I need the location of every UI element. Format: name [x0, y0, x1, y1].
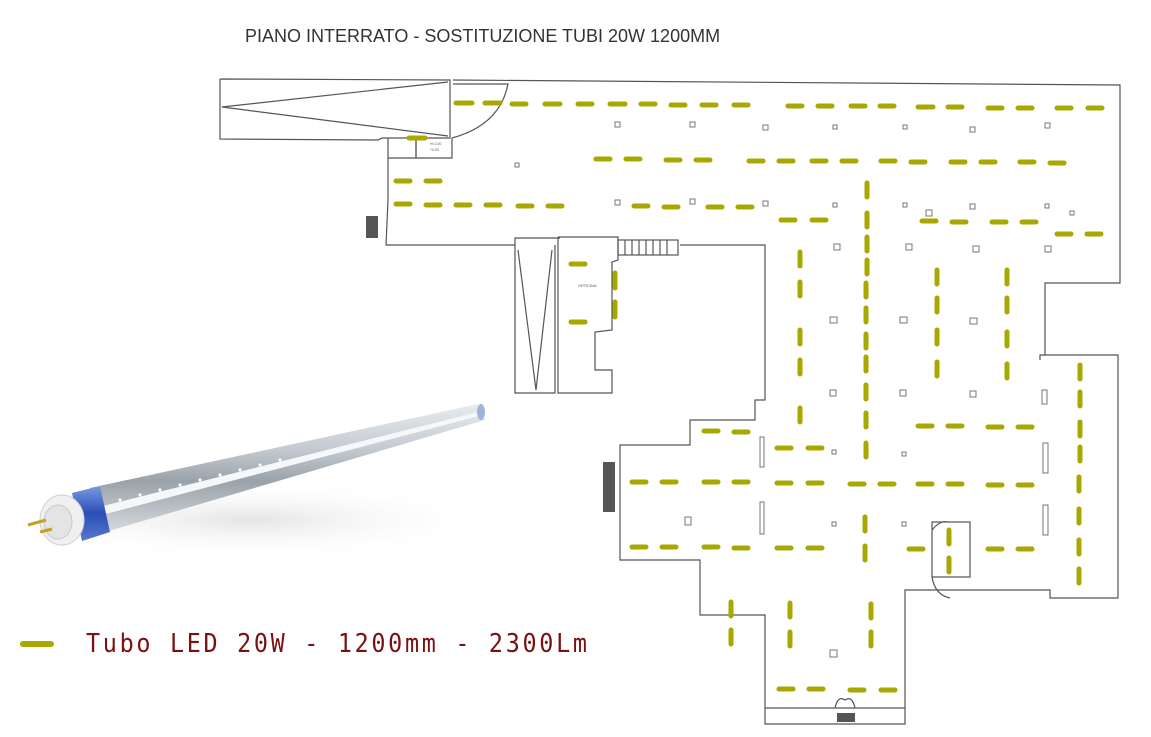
pillars: [514, 121, 1075, 658]
room-label-officina: OFFICINA: [578, 283, 597, 288]
legend: Tubo LED 20W - 1200mm - 2300Lm: [20, 626, 646, 662]
walls: [219, 78, 1121, 725]
legend-label: Tubo LED 20W - 1200mm - 2300Lm: [86, 629, 590, 659]
exit-block: [603, 462, 615, 512]
entrance-block: [837, 713, 855, 722]
led-tube-photo: [0, 404, 500, 560]
led-tube-symbol-icon: [20, 641, 54, 647]
height-label: H=2.20: [430, 142, 441, 146]
page-title: PIANO INTERRATO - SOSTITUZIONE TUBI 20W …: [245, 26, 721, 46]
level-label: +0.00: [430, 148, 439, 152]
elevator-block: [366, 216, 378, 238]
led-tubes: [393, 100, 1105, 693]
